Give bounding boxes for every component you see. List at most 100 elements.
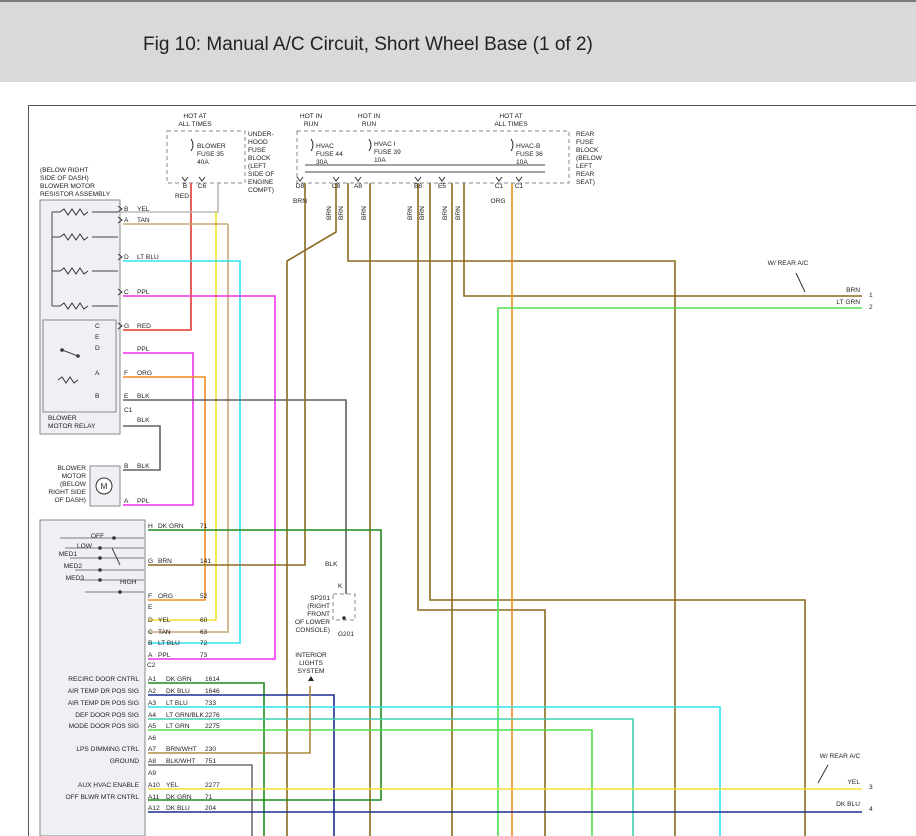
resistor-icon <box>59 267 89 275</box>
wire-color-label: LT GRN <box>836 299 860 306</box>
pin-function-label: GROUND <box>110 758 140 765</box>
pin-label: C1 <box>495 183 504 190</box>
pin-label: C1 <box>515 183 524 190</box>
circuit-number-label: 60 <box>200 617 208 624</box>
wire-color-label: BRN <box>846 287 860 294</box>
wire-ltgrnblk <box>148 718 634 836</box>
connector-label: C1 <box>124 407 133 414</box>
circuit-number-label: 1614 <box>205 676 220 683</box>
relay-pin-label: C <box>95 323 100 330</box>
wire-org <box>123 376 206 601</box>
circuit-number-label: 2276 <box>205 712 220 719</box>
wire-color-label: BRN <box>158 558 172 565</box>
switch-position-label: OFF <box>91 533 104 540</box>
wire-tan <box>148 224 229 633</box>
component-boxes <box>39 130 570 836</box>
pin-label: 3 <box>869 784 873 791</box>
connector-arrow-icon <box>414 176 422 182</box>
pin-label: 4 <box>869 806 873 813</box>
wire-brn <box>148 183 306 566</box>
pin-label: 1 <box>869 292 873 299</box>
wire-ltblu <box>123 260 241 644</box>
wire-color-label: LT BLU <box>137 254 159 261</box>
g201-label: G201 <box>338 631 354 638</box>
wire-color-label: BLK <box>137 463 150 470</box>
wire-color-label: BRN <box>419 206 426 220</box>
pin-label: F <box>124 370 128 377</box>
wire-ltgrn-out <box>497 307 862 836</box>
pin-label: C <box>148 629 153 636</box>
wire-ppl <box>123 295 276 660</box>
pin-label: A4 <box>148 712 156 719</box>
connector-arrow-icon <box>117 205 123 213</box>
pin-label: H <box>148 523 153 530</box>
wire-color-label: PPL <box>137 498 150 505</box>
pin-label: C6 <box>198 183 207 190</box>
switch-contact <box>112 536 116 540</box>
fuse-icon <box>368 138 372 152</box>
fuse-icon <box>510 138 514 152</box>
wire-brn <box>429 183 806 836</box>
wire-color-label: LT GRN/BLK <box>166 712 204 719</box>
switch-contact <box>118 590 122 594</box>
motor-icon-label: M <box>101 482 108 491</box>
switch-contact <box>98 578 102 582</box>
circuit-number-label: 73 <box>200 652 208 659</box>
switch-contact <box>98 556 102 560</box>
pin-label: A <box>124 498 129 505</box>
pin-label: F <box>148 593 152 600</box>
pin-label: A3 <box>148 700 156 707</box>
wire-color-label: BRN <box>338 206 345 220</box>
wire-color-label: BRN <box>407 206 414 220</box>
blower-relay-box <box>42 319 117 413</box>
pin-label: C8 <box>332 183 341 190</box>
wire-color-label: BLK <box>137 417 150 424</box>
switch-position-label: HIGH <box>120 579 137 586</box>
rear-fuse-block <box>296 130 570 184</box>
fuse-icon <box>310 138 314 152</box>
pin-function-label: MODE DOOR POS SIG <box>69 723 139 730</box>
wire-ltblu <box>148 706 721 836</box>
wire-brn <box>286 183 337 836</box>
pin-label: A12 <box>148 805 160 812</box>
pin-label: K <box>338 583 343 590</box>
wire-color-label: LT GRN <box>166 723 190 730</box>
relay-pin-label: D <box>95 345 100 352</box>
connector-label: C2 <box>147 662 156 669</box>
fuse-icon <box>190 138 194 152</box>
wire-color-label: RED <box>137 323 151 330</box>
pin-label: A8 <box>354 183 362 190</box>
connector-arrow-icon <box>438 176 446 182</box>
pin-label: A1 <box>148 676 156 683</box>
pin-label: A <box>148 652 153 659</box>
wire-color-label: BRN <box>326 206 333 220</box>
wire-color-label: DK GRN <box>166 676 192 683</box>
pin-function-label: DEF DOOR POS SIG <box>75 712 139 719</box>
wire-color-label: LT BLU <box>166 700 188 707</box>
wire-brn-out <box>463 183 862 297</box>
circuit-number-label: 71 <box>205 794 213 801</box>
connector-arrow-icon <box>354 176 362 182</box>
connector-arrow-icon <box>117 322 123 330</box>
circuit-number-label: 2275 <box>205 723 220 730</box>
underhood-fuse-block <box>166 130 246 184</box>
splice-dot <box>76 354 80 358</box>
connector-arrow-icon <box>198 176 206 182</box>
pin-label: A7 <box>148 746 156 753</box>
arrow-up-icon <box>308 676 314 681</box>
wire-yel <box>148 212 217 621</box>
circuit-number-label: 141 <box>200 558 211 565</box>
sp201-splice-box <box>332 593 356 621</box>
pin-label: G <box>124 323 129 330</box>
pin-function-label: LPS DIMMING CTRL <box>76 746 139 753</box>
pin-function-label: RECIRC DOOR CNTRL <box>68 676 139 683</box>
wire-color-label: ORG <box>137 370 152 377</box>
